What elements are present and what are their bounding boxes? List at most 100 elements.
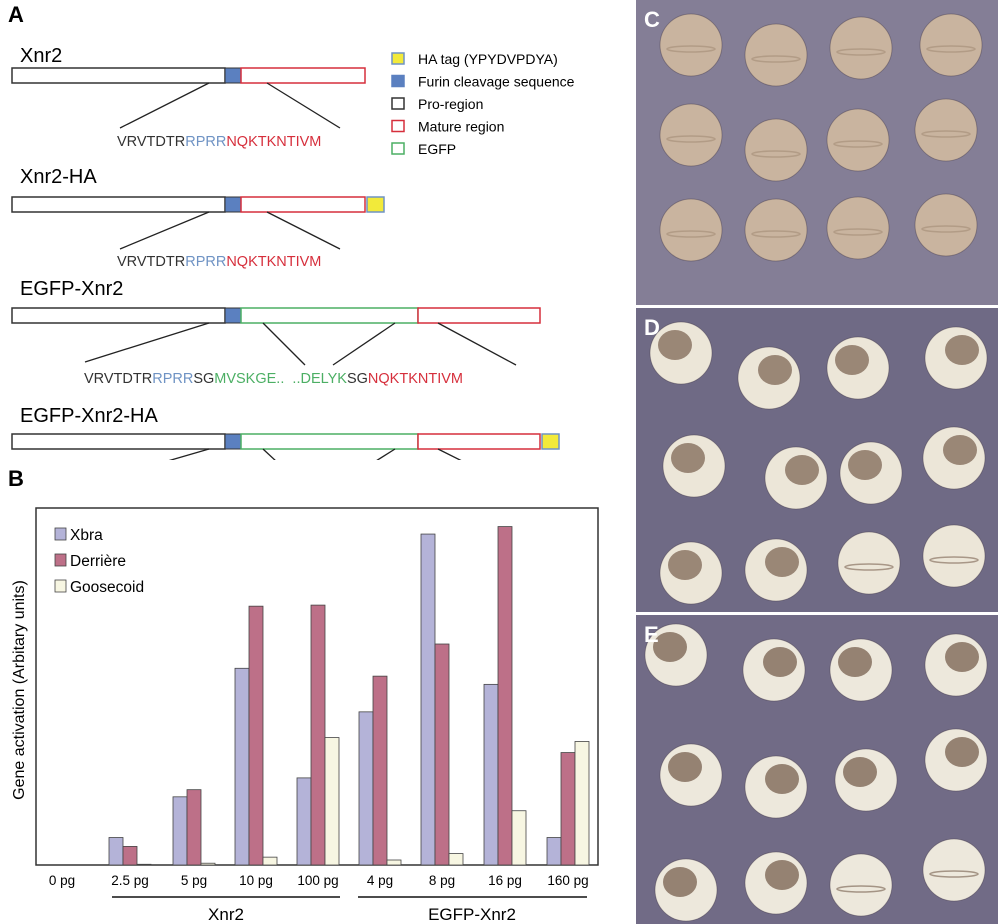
bar-goosecoid-5pg	[200, 862, 216, 866]
x-tick-label: 0 pg	[49, 873, 75, 888]
x-tick-label: 16 pg	[488, 873, 522, 888]
bar-derrire-8pg	[434, 643, 450, 866]
bar-derrire-100pg	[310, 604, 326, 866]
legend-label: Mature region	[418, 119, 504, 135]
embryo	[744, 118, 808, 182]
bar-goosecoid-16pg	[511, 810, 527, 866]
connector-line	[437, 322, 517, 366]
pro-region-segment	[11, 433, 226, 450]
embryo	[744, 851, 808, 915]
pro-region-segment	[11, 307, 226, 324]
bar-xbra-16pg	[483, 683, 499, 866]
bar-xbra-160pg	[546, 837, 562, 866]
bar-xbra-2.5pg	[108, 837, 124, 866]
furin-segment	[224, 433, 242, 450]
connector-line	[262, 448, 276, 460]
bar-goosecoid-2.5pg	[136, 863, 152, 866]
sequence-segment: NQKTKNTIVM	[226, 134, 321, 150]
sequence-segment: NQKTKNTIVM	[226, 254, 321, 270]
bar-goosecoid-160pg	[574, 741, 590, 866]
sequence-segment: RPRR	[152, 371, 193, 387]
legend-label: HA tag (YPYDVPDYA)	[418, 51, 558, 67]
sequence-text: VRVTDTRRPRRSGMVSKGE.. ..DELYKSGNQKTKNTIV…	[84, 371, 463, 387]
x-tick-label: 8 pg	[429, 873, 455, 888]
connector-line	[119, 211, 210, 250]
bar-xbra-10pg	[234, 667, 250, 866]
connector-line	[266, 82, 341, 129]
x-tick-label: 2.5 pg	[111, 873, 149, 888]
construct-legend: HA tag (YPYDVPDYA) Furin cleavage sequenc…	[391, 51, 575, 157]
legend-swatch	[391, 119, 405, 133]
legend-label: Furin cleavage sequence	[418, 74, 575, 90]
bar-derrire-4pg	[372, 675, 388, 866]
sequence-segment: ..DELYK	[284, 371, 347, 387]
panel-label-d: D	[644, 315, 660, 340]
sequence-segment: VRVTDTR	[117, 134, 185, 150]
panel-label-b: B	[8, 466, 24, 491]
embryo	[662, 434, 726, 498]
construct-name: Xnr2-HA	[20, 166, 97, 188]
x-tick-label: 10 pg	[239, 873, 273, 888]
legend-swatch	[54, 553, 67, 567]
embryo	[659, 541, 723, 605]
sequence-segment: NQKTKNTIVM	[368, 371, 463, 387]
bar-derrire-5pg	[186, 789, 202, 866]
x-tick-label: 5 pg	[181, 873, 207, 888]
ha-tag-segment	[541, 433, 560, 450]
bar-xbra-100pg	[296, 777, 312, 866]
legend-label: EGFP	[418, 141, 456, 157]
legend-swatch	[391, 97, 405, 110]
legend-swatch	[391, 52, 405, 65]
embryo	[922, 838, 986, 902]
embryo	[829, 16, 893, 80]
pro-region-segment	[11, 67, 226, 84]
embryo	[659, 743, 723, 807]
sequence-segment: SG	[193, 371, 214, 387]
ha-tag-segment	[366, 196, 385, 213]
legend-swatch	[54, 527, 67, 541]
embryo	[922, 426, 986, 490]
embryo	[649, 321, 713, 385]
sequence-segment: VRVTDTR	[84, 371, 152, 387]
photo-panel-c: C	[636, 0, 998, 305]
connector-line	[266, 211, 341, 250]
egfp-segment	[240, 433, 419, 450]
legend-label: Xbra	[70, 527, 103, 544]
panel-label-c: C	[644, 7, 660, 32]
embryo	[922, 524, 986, 588]
embryo	[644, 623, 708, 687]
embryo	[744, 538, 808, 602]
embryo	[829, 638, 893, 702]
bar-xbra-5pg	[172, 796, 188, 866]
embryo	[839, 441, 903, 505]
bar-derrire-16pg	[497, 526, 513, 866]
sequence-segment: MVSKGE..	[214, 371, 284, 387]
y-axis-label: Gene activation (Arbitary units)	[11, 580, 28, 800]
mature-region-segment	[417, 307, 541, 324]
connector-line	[376, 448, 396, 460]
legend-swatch	[391, 142, 405, 155]
furin-segment	[224, 196, 242, 213]
embryo	[914, 98, 978, 162]
embryo	[744, 23, 808, 87]
legend-label: Pro-region	[418, 96, 483, 112]
bar-derrire-2.5pg	[122, 846, 138, 866]
sequence-segment: RPRR	[185, 254, 226, 270]
embryo	[659, 103, 723, 167]
connector-line	[119, 82, 210, 129]
mature-region-segment	[240, 196, 366, 213]
group-label: EGFP-Xnr2	[428, 905, 516, 924]
pro-region-segment	[11, 196, 226, 213]
x-tick-label: 100 pg	[297, 873, 338, 888]
embryo	[914, 193, 978, 257]
connector-line	[168, 448, 210, 460]
embryo	[919, 13, 983, 77]
construct-name: EGFP-Xnr2-HA	[20, 405, 158, 427]
bar-xbra-8pg	[420, 533, 436, 866]
furin-segment	[224, 67, 242, 84]
embryo	[742, 638, 806, 702]
bar-goosecoid-4pg	[386, 859, 402, 866]
photo-panel-d: D	[636, 308, 998, 612]
